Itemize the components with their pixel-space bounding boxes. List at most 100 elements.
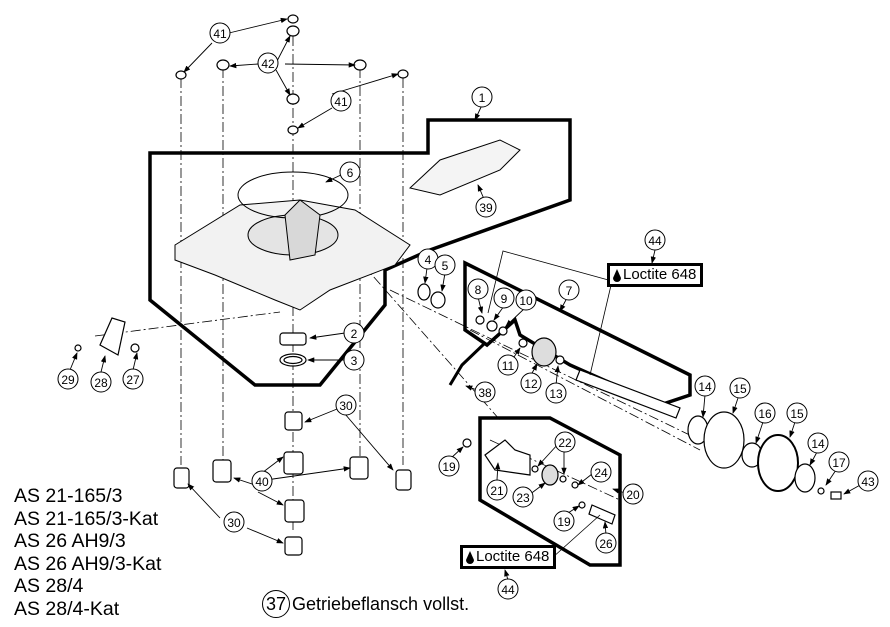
shield-part (408, 139, 521, 196)
callout-13: 13 (545, 382, 567, 404)
callout-number: 16 (758, 407, 772, 421)
callout-circle (343, 322, 365, 344)
callout-circle (474, 381, 496, 403)
model-item: AS 21-165/3-Kat (14, 507, 159, 530)
callout-29: 29 (57, 368, 79, 390)
callout-circle (545, 382, 567, 404)
callout-circle (857, 470, 879, 492)
callout-24: 24 (590, 461, 612, 483)
loctite-label-bottom: Loctite 648 (460, 545, 557, 569)
assembly-label: Getriebeflansch vollst. (292, 593, 470, 614)
callout-circle (209, 22, 231, 44)
callout-number: 8 (475, 283, 482, 297)
callout-circle (554, 431, 576, 453)
callout-16: 16 (754, 402, 776, 424)
callout-number: 13 (549, 387, 563, 401)
callout-12: 12 (520, 372, 542, 394)
model-item: AS 28/4 (14, 575, 84, 597)
callout-23: 23 (512, 486, 534, 508)
callout-circle (729, 377, 751, 399)
callout-circle (553, 510, 575, 532)
callout-15: 15 (729, 377, 751, 399)
callout-number: 39 (479, 201, 493, 215)
callout-44: 44 (644, 229, 666, 251)
model-item: AS 26 AH9/3 (14, 530, 126, 552)
callout-number: 27 (126, 373, 140, 387)
callout-number: 14 (811, 437, 825, 451)
callout-number: 30 (227, 516, 241, 530)
model-item: AS 28/4-Kat (14, 597, 120, 620)
callout-2: 2 (343, 322, 365, 344)
callout-number: 43 (861, 475, 875, 489)
callout-9: 9 (493, 287, 515, 309)
callout-circle (512, 486, 534, 508)
callout-20: 20 (622, 483, 644, 505)
callout-number: 20 (626, 488, 640, 502)
disc-parts (687, 411, 842, 500)
assembly-note: 37 Getriebeflansch vollst. (262, 590, 469, 618)
callout-44: 44 (497, 578, 519, 600)
spring-part (448, 341, 487, 386)
callout-number: 29 (61, 373, 75, 387)
callout-5: 5 (434, 254, 456, 276)
callout-number: 41 (334, 95, 348, 109)
callout-number: 38 (478, 386, 492, 400)
callout-circle (339, 161, 361, 183)
callout-number: 28 (94, 376, 108, 390)
callout-number: 1 (479, 91, 486, 105)
callout-7: 7 (558, 279, 580, 301)
callout-circle (434, 254, 456, 276)
callout-14: 14 (694, 375, 716, 397)
callout-number: 14 (698, 380, 712, 394)
callout-19: 19 (438, 455, 460, 477)
callout-number: 44 (648, 234, 662, 248)
callout-circle (786, 402, 808, 424)
drop-icon (613, 268, 621, 282)
drop-icon (466, 550, 474, 564)
callout-circle (257, 52, 279, 74)
callout-circle (497, 578, 519, 600)
callout-circle (694, 375, 716, 397)
callout-19: 19 (553, 510, 575, 532)
callout-circle (343, 349, 365, 371)
gear-parts (475, 315, 681, 419)
callout-number: 15 (733, 382, 747, 396)
callout-number: 12 (524, 377, 538, 391)
callout-circle (475, 196, 497, 218)
callout-number: 15 (790, 407, 804, 421)
loctite-label-top: Loctite 648 (607, 263, 704, 287)
callout-39: 39 (475, 196, 497, 218)
callout-circle (754, 402, 776, 424)
callout-1: 1 (471, 86, 493, 108)
callout-30: 30 (335, 394, 357, 416)
callout-number: 26 (599, 537, 613, 551)
rubber-mounts (173, 411, 412, 556)
callout-circle (486, 479, 508, 501)
assembly-number: 37 (262, 590, 290, 618)
callout-number: 23 (516, 491, 530, 505)
callout-number: 30 (339, 399, 353, 413)
callout-number: 24 (594, 466, 608, 480)
callout-8: 8 (467, 278, 489, 300)
callout-number: 44 (501, 583, 515, 597)
callout-circle (644, 229, 666, 251)
callout-number: 10 (519, 294, 533, 308)
parts-4-5 (417, 283, 446, 309)
callout-15: 15 (786, 402, 808, 424)
callout-circle (493, 287, 515, 309)
callout-22: 22 (554, 431, 576, 453)
callout-circle (828, 451, 850, 473)
callout-30: 30 (223, 511, 245, 533)
callout-number: 4 (425, 253, 432, 267)
model-list: AS 21-165/3 AS 21-165/3-Kat AS 26 AH9/3 … (14, 485, 161, 620)
callout-38: 38 (474, 381, 496, 403)
callout-number: 22 (558, 436, 572, 450)
callout-3: 3 (343, 349, 365, 371)
callout-circle (122, 368, 144, 390)
callout-number: 41 (213, 27, 227, 41)
callout-circle (335, 394, 357, 416)
loctite-text: Loctite 648 (476, 548, 550, 565)
callout-number: 3 (351, 354, 358, 368)
callout-circle (558, 279, 580, 301)
